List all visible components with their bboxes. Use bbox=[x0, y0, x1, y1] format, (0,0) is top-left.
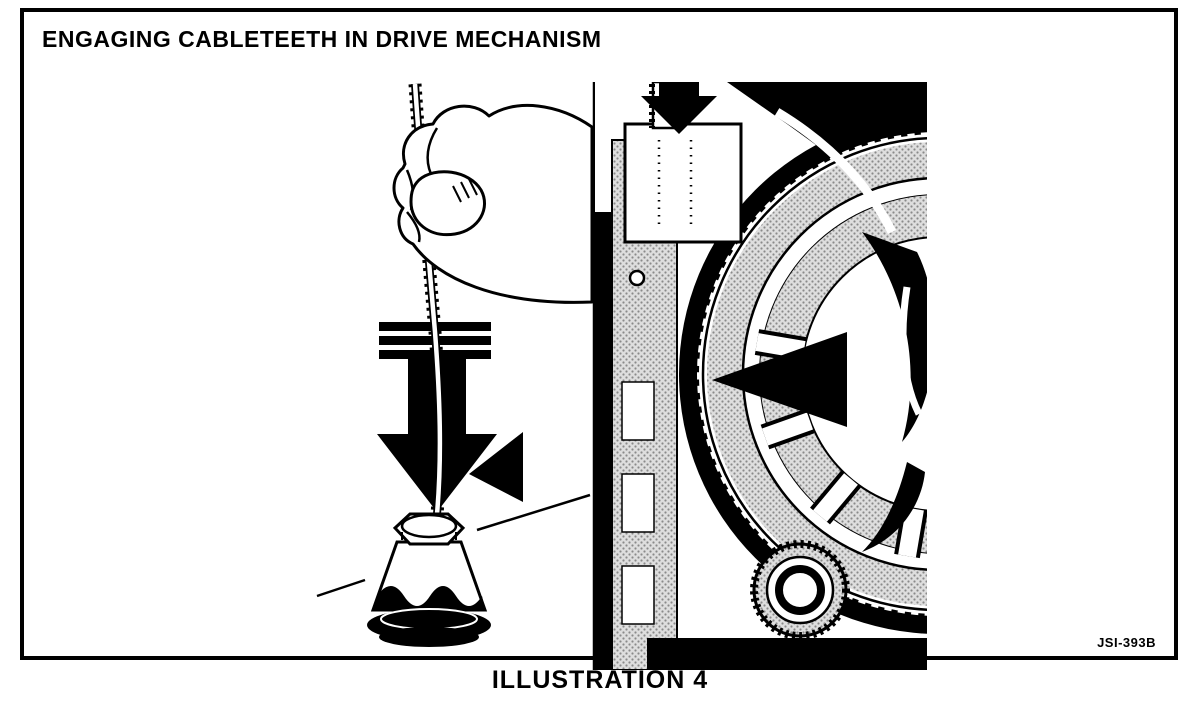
shading-swoosh bbox=[862, 462, 925, 552]
bottom-shadow-band bbox=[647, 638, 927, 670]
figure-caption: ILLUSTRATION 4 bbox=[491, 666, 709, 694]
figure-border-frame: ENGAGING CABLETEETH IN DRIVE MECHANISM bbox=[20, 8, 1178, 670]
surface-line bbox=[316, 578, 366, 598]
right-panel-illustration bbox=[595, 82, 927, 670]
thumbnail-hatch bbox=[452, 178, 478, 203]
technical-illustration bbox=[316, 82, 927, 670]
pointer-triangle-icon bbox=[469, 432, 523, 502]
bolt-hole bbox=[628, 269, 646, 287]
down-arrow-icon bbox=[641, 82, 717, 134]
gear-spokes bbox=[754, 329, 927, 559]
surface-line bbox=[476, 493, 591, 532]
knurled-roller bbox=[750, 540, 850, 640]
drive-fitting bbox=[367, 512, 491, 647]
highlight-stroke bbox=[899, 286, 923, 416]
thumb bbox=[409, 170, 487, 237]
figure-title: ENGAGING CABLETEETH IN DRIVE MECHANISM bbox=[42, 26, 602, 52]
cable-housing bbox=[623, 122, 743, 244]
highlight-stroke bbox=[774, 108, 897, 235]
left-panel-illustration bbox=[316, 83, 594, 647]
housing-shadow bbox=[727, 82, 927, 232]
reference-code: JSI-393B bbox=[1097, 635, 1156, 650]
pointer-arrow-icon bbox=[712, 332, 847, 427]
hand-illustration bbox=[392, 104, 594, 304]
